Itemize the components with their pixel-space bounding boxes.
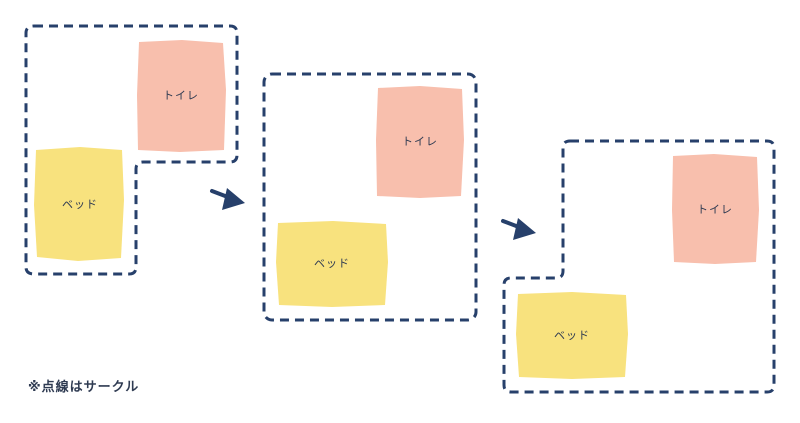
circle-outline-1 xyxy=(24,24,239,276)
step-3: トイレ ベッド xyxy=(502,139,776,394)
arrow-right-icon xyxy=(210,188,245,210)
arrow-right-icon xyxy=(501,218,536,240)
step-1: トイレ ベッド xyxy=(24,24,239,276)
toilet-block-3 xyxy=(672,154,759,264)
toilet-block-2 xyxy=(376,86,464,198)
toilet-label-1: トイレ xyxy=(163,89,199,102)
legend-note: ※点線はサークル xyxy=(28,380,140,395)
toilet-block-1 xyxy=(137,40,226,152)
circle-outline-3 xyxy=(502,139,776,394)
circle-outline-2 xyxy=(262,72,478,322)
toilet-label-2: トイレ xyxy=(402,135,438,148)
bed-label-1: ベッド xyxy=(62,198,98,211)
bed-block-1 xyxy=(34,147,124,261)
bed-label-2: ベッド xyxy=(314,257,350,270)
step-2: トイレ ベッド xyxy=(262,72,478,322)
bed-block-2 xyxy=(276,221,388,307)
bed-label-3: ベッド xyxy=(554,329,590,342)
toilet-label-3: トイレ xyxy=(697,203,733,216)
bed-block-3 xyxy=(516,292,628,379)
